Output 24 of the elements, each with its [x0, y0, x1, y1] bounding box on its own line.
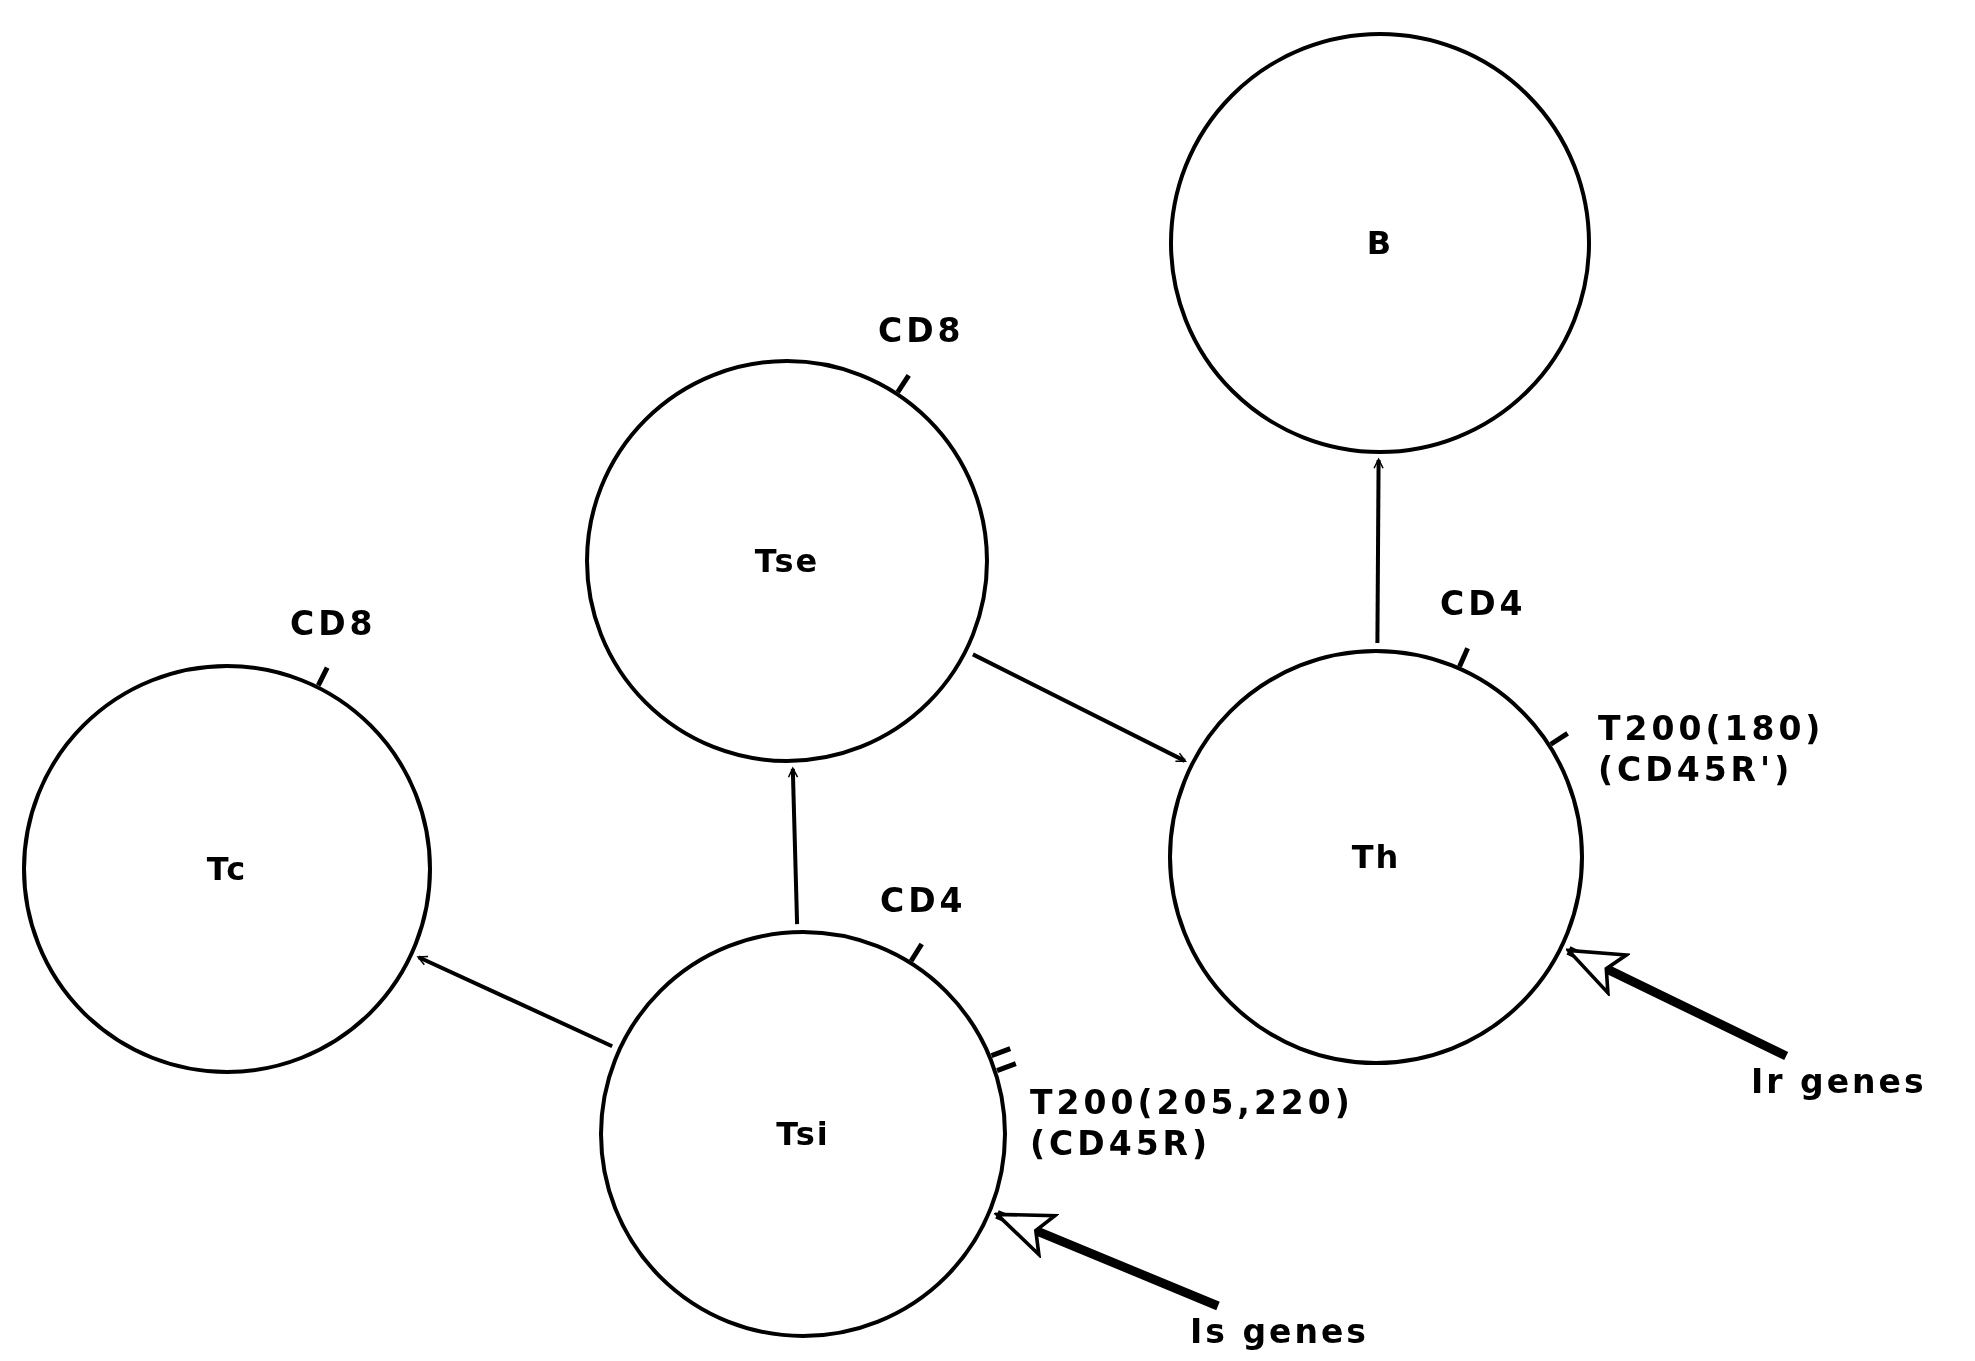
- cell-label: Th: [1351, 838, 1401, 876]
- cell-label: Tsi: [776, 1115, 830, 1153]
- cell-circle: [585, 359, 989, 763]
- cell-circle: [599, 930, 1007, 1338]
- marker-label: T200(205,220) (CD45R): [1030, 1082, 1355, 1165]
- arrow: [787, 767, 800, 925]
- marker-label: CD4: [1440, 583, 1528, 625]
- gene-label: Ir genes: [1751, 1062, 1927, 1101]
- arrow: [972, 652, 1187, 763]
- cell-label: Tc: [206, 850, 248, 888]
- arrow: [1373, 458, 1384, 643]
- hollow-arrow: [1566, 946, 1789, 1061]
- cell-circle: [22, 664, 432, 1074]
- marker-label: CD4: [880, 880, 968, 922]
- marker-label: CD8: [290, 603, 378, 645]
- marker-label: CD8: [878, 310, 966, 352]
- cell-circle: [1169, 32, 1591, 454]
- cell-circle: [1168, 649, 1584, 1065]
- hollow-arrow: [995, 1210, 1220, 1311]
- gene-label: Is genes: [1190, 1312, 1369, 1351]
- arrow: [417, 955, 614, 1048]
- marker-label: T200(180) (CD45R'): [1598, 708, 1826, 791]
- cell-label: B: [1366, 224, 1394, 262]
- cell-label: Tse: [754, 542, 820, 580]
